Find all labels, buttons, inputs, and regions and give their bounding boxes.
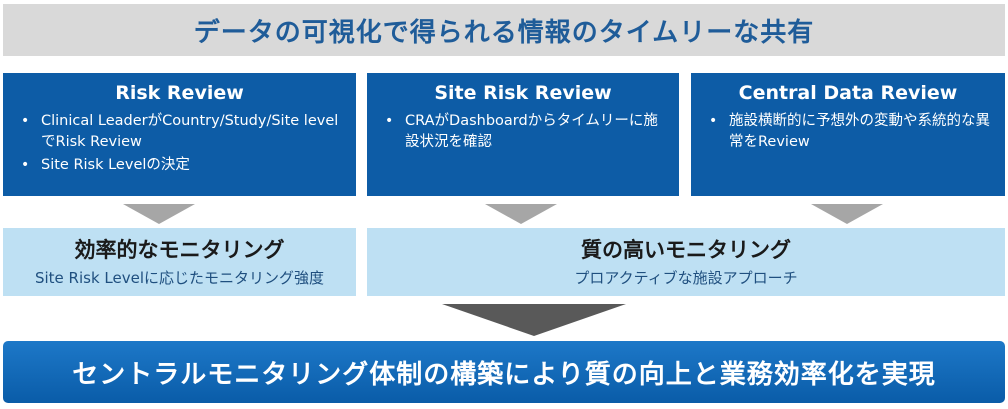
bullet-text: Site Risk Levelの決定	[41, 157, 190, 173]
central-data-review-list: • 施設横断的に予想外の変動や系統的な異常をReview	[703, 111, 993, 153]
list-item: • CRAがDashboardからタイムリーに施設状況を確認	[385, 111, 667, 153]
bullet-text: Clinical LeaderがCountry/Study/Site level…	[41, 113, 339, 150]
bullet-icon: •	[385, 113, 394, 129]
page-title: データの可視化で得られる情報のタイムリーな共有	[193, 17, 815, 48]
arrow-down-icon	[811, 204, 883, 224]
risk-review-list: • Clinical LeaderがCountry/Study/Site lev…	[15, 111, 344, 176]
bullet-text: 施設横断的に予想外の変動や系統的な異常をReview	[729, 113, 990, 150]
bullet-icon: •	[21, 157, 30, 173]
arrow-down-icon	[123, 204, 195, 224]
site-risk-review-list: • CRAがDashboardからタイムリーに施設状況を確認	[379, 111, 667, 153]
arrow-down-icon	[485, 204, 557, 224]
list-item: • Site Risk Levelの決定	[21, 155, 344, 176]
conclusion-banner: セントラルモニタリング体制の構築により質の向上と業務効率化を実現	[3, 341, 1005, 403]
central-data-review-box: Central Data Review • 施設横断的に予想外の変動や系統的な異…	[691, 73, 1005, 196]
arrow-down-large-icon	[442, 304, 626, 336]
efficient-monitoring-title: 効率的なモニタリング	[74, 237, 285, 262]
central-data-review-title: Central Data Review	[738, 82, 958, 104]
quality-monitoring-box: 質の高いモニタリング プロアクティブな施設アプローチ	[367, 228, 1005, 296]
list-item: • Clinical LeaderがCountry/Study/Site lev…	[21, 111, 344, 153]
efficient-monitoring-box: 効率的なモニタリング Site Risk Levelに応じたモニタリング強度	[3, 228, 356, 296]
efficient-monitoring-subtitle: Site Risk Levelに応じたモニタリング強度	[34, 268, 325, 287]
bullet-icon: •	[21, 113, 30, 129]
risk-review-box: Risk Review • Clinical LeaderがCountry/St…	[3, 73, 356, 196]
site-risk-review-title: Site Risk Review	[434, 82, 612, 104]
title-banner: データの可視化で得られる情報のタイムリーな共有	[3, 4, 1005, 56]
site-risk-review-box: Site Risk Review • CRAがDashboardからタイムリーに…	[367, 73, 679, 196]
bullet-text: CRAがDashboardからタイムリーに施設状況を確認	[405, 113, 658, 150]
risk-review-title: Risk Review	[115, 82, 244, 104]
quality-monitoring-subtitle: プロアクティブな施設アプローチ	[574, 268, 798, 287]
list-item: • 施設横断的に予想外の変動や系統的な異常をReview	[709, 111, 993, 153]
conclusion-text: セントラルモニタリング体制の構築により質の向上と業務効率化を実現	[72, 359, 936, 390]
bullet-icon: •	[709, 113, 718, 129]
quality-monitoring-title: 質の高いモニタリング	[581, 237, 791, 262]
